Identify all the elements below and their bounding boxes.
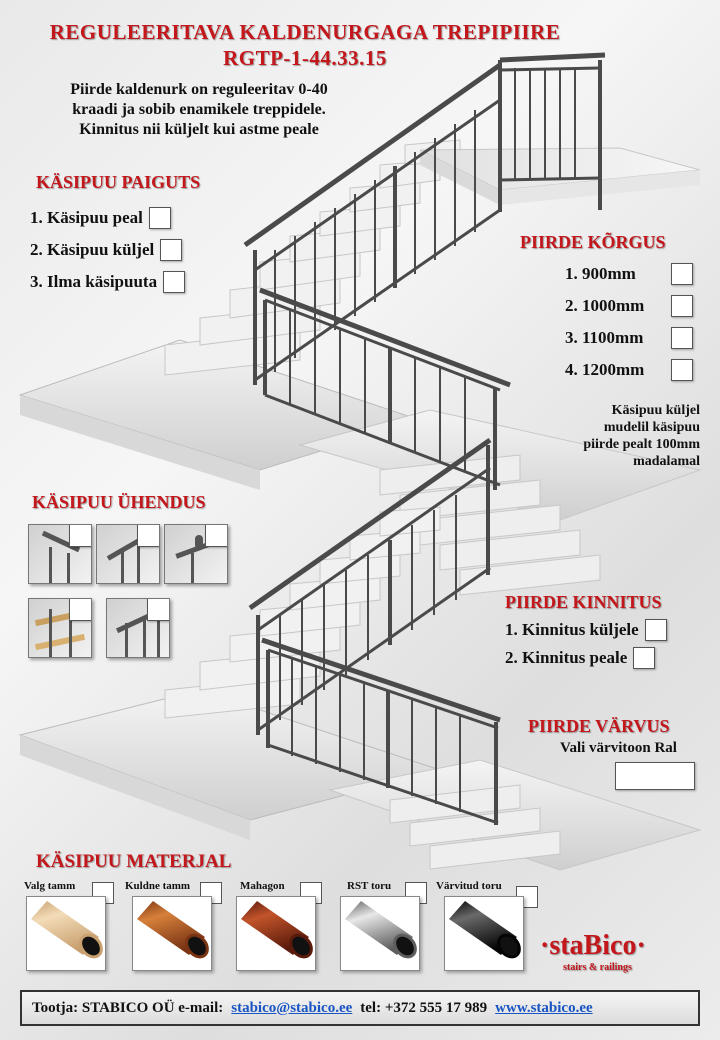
title-line-1: REGULEERITAVA KALDENURGAGA TREPIPIIRE (49, 20, 561, 44)
piirde-kinnitus-options: 1. Kinnitus küljele 2. Kinnitus peale (505, 616, 667, 672)
bottom-railing (261, 637, 501, 825)
option-kinnitus-peale: 2. Kinnitus peale (505, 644, 667, 672)
intro-line-2: kraadi ja sobib enamikele treppidele. (72, 101, 326, 118)
intro-text: Piirde kaldenurk on reguleeritav 0-40 kr… (24, 80, 374, 140)
checkbox-kasipuu-kuljel[interactable] (160, 239, 183, 261)
option-label: 2. 1000mm (565, 296, 645, 315)
note-line-2: mudelil käsipuu (603, 420, 700, 435)
kasipuu-materjal-heading: KÄSIPUU MATERJAL (36, 851, 232, 872)
tube-end (185, 933, 209, 959)
option-kasipuu-peal: 1. Käsipuu peal (30, 202, 185, 234)
footer-label: Tootja: STABICO OÜ e-mail: (32, 999, 224, 1016)
lower-railing (248, 437, 492, 735)
option-label: 4. 1200mm (565, 360, 645, 379)
piirde-varvus-heading: PIIRDE VÄRVUS (528, 716, 670, 736)
material-image-kuldne-tamm (132, 896, 212, 971)
ral-color-label: Vali värvitoon Ral (560, 740, 677, 756)
checkbox-kinnitus-peale[interactable] (633, 647, 656, 669)
checkbox-kinnitus-kuljele[interactable] (644, 619, 667, 641)
option-ilma-kasipuuta: 3. Ilma käsipuuta (30, 266, 186, 298)
checkbox-ilma-kasipuuta[interactable] (163, 271, 186, 293)
material-image-valg-tamm (26, 896, 106, 971)
note-line-3: piirde pealt 100mm (583, 437, 700, 452)
intro-line-3: Kinnitus nii küljelt kui astme peale (79, 121, 319, 138)
checkbox-height-1200[interactable] (671, 359, 693, 381)
piirde-korgus-heading: PIIRDE KÕRGUS (520, 232, 666, 252)
logo-tagline: stairs & railings (563, 962, 632, 973)
material-image-varvitud-toru (444, 896, 524, 971)
piirde-kinnitus-heading: PIIRDE KINNITUS (505, 592, 662, 612)
option-label: 1. Kinnitus küljele (505, 620, 639, 639)
tube-end (289, 933, 313, 959)
stabico-logo: ·staBico· (540, 930, 646, 961)
checkbox-height-1000[interactable] (671, 295, 693, 317)
material-label-mahagon: Mahagon (240, 880, 285, 892)
handrail-side-note: Käsipuu küljel mudelil käsipuu piirde pe… (528, 402, 700, 470)
connection-thumb-4 (28, 598, 92, 658)
material-label-valg-tamm: Valg tamm (24, 880, 76, 892)
middle-railing (259, 287, 511, 490)
checkbox-connection-2[interactable] (137, 525, 159, 547)
connection-thumb-1 (28, 524, 92, 584)
material-label-varvitud-toru: Värvitud toru (436, 880, 502, 892)
option-label: 3. 1100mm (565, 328, 644, 347)
option-label: 2. Kinnitus peale (505, 648, 628, 667)
checkbox-connection-3[interactable] (205, 525, 227, 547)
option-height-900: 1. 900mm (565, 258, 693, 290)
option-kasipuu-kuljel: 2. Käsipuu küljel (30, 234, 185, 266)
note-line-4: madalamal (633, 454, 700, 469)
option-height-1000: 2. 1000mm (565, 290, 693, 322)
option-label: 3. Ilma käsipuuta (30, 272, 158, 291)
piirde-korgus-options: 1. 900mm 2. 1000mm 3. 1100mm 4. 1200mm (565, 258, 693, 386)
material-image-rst-toru (340, 896, 420, 971)
upper-railing (243, 52, 606, 385)
connection-thumb-2 (96, 524, 160, 584)
note-line-1: Käsipuu küljel (611, 403, 700, 418)
connection-thumb-5 (106, 598, 170, 658)
kasipuu-paiguts-options: 1. Käsipuu peal 2. Käsipuu küljel 3. Ilm… (30, 202, 186, 298)
checkbox-height-900[interactable] (671, 263, 693, 285)
website-link[interactable]: www.stabico.ee (495, 999, 593, 1016)
tube-end (497, 933, 521, 959)
checkbox-kasipuu-peal[interactable] (148, 207, 171, 229)
option-label: 2. Käsipuu küljel (30, 240, 155, 259)
material-label-rst-toru: RST toru (347, 880, 392, 892)
option-kinnitus-kuljele: 1. Kinnitus küljele (505, 616, 667, 644)
material-image-mahagon (236, 896, 316, 971)
connection-thumb-3 (164, 524, 228, 584)
checkbox-connection-5[interactable] (147, 599, 169, 621)
option-label: 1. Käsipuu peal (30, 208, 143, 227)
email-link[interactable]: stabico@stabico.ee (231, 999, 353, 1016)
phone-number: tel: +372 555 17 989 (360, 999, 488, 1016)
kasipuu-uhendus-heading: KÄSIPUU ÜHENDUS (32, 492, 206, 512)
tube-end (79, 933, 103, 959)
title-line-2: RGTP-1-44.33.15 (223, 46, 387, 70)
contact-footer: Tootja: STABICO OÜ e-mail: stabico@stabi… (20, 990, 700, 1026)
checkbox-connection-4[interactable] (69, 599, 91, 621)
tube-end (393, 933, 417, 959)
option-height-1100: 3. 1100mm (565, 322, 693, 354)
kasipuu-paiguts-heading: KÄSIPUU PAIGUTS (36, 172, 201, 192)
intro-line-1: Piirde kaldenurk on reguleeritav 0-40 (70, 81, 328, 98)
checkbox-height-1100[interactable] (671, 327, 693, 349)
option-label: 1. 900mm (565, 264, 636, 283)
option-height-1200: 4. 1200mm (565, 354, 693, 386)
checkbox-connection-1[interactable] (69, 525, 91, 547)
material-label-kuldne-tamm: Kuldne tamm (125, 880, 191, 892)
ral-color-input[interactable] (615, 762, 695, 790)
